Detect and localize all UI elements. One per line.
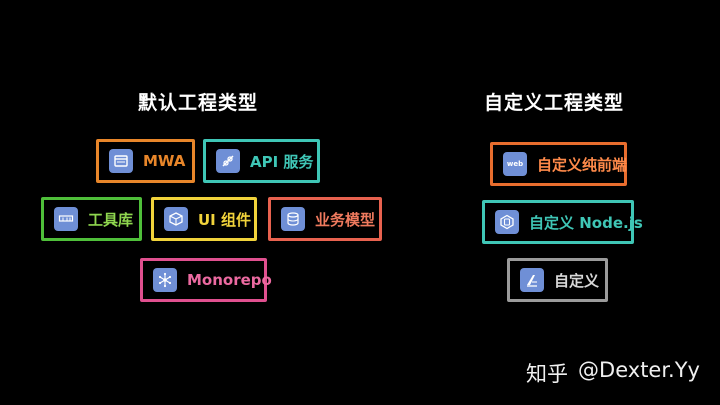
- tag-ui-component: UI 组件: [151, 197, 257, 241]
- tag-api-service: API 服务: [203, 139, 320, 183]
- web-icon-text: web: [506, 160, 524, 168]
- tag-custom-frontend: web 自定义纯前端: [490, 142, 627, 186]
- tag-label: MWA: [143, 152, 186, 170]
- watermark: 知乎 @Dexter.Yy: [526, 358, 700, 388]
- network-icon: [153, 268, 177, 292]
- watermark-author: @Dexter.Yy: [578, 358, 700, 382]
- tag-business-model: 业务模型: [268, 197, 382, 241]
- tag-label: UI 组件: [198, 210, 251, 229]
- database-icon: [281, 207, 305, 231]
- browser-window-icon: [109, 149, 133, 173]
- tag-tool-library: 工具库: [41, 197, 142, 241]
- pen-icon: [520, 268, 544, 292]
- custom-types-heading: 自定义工程类型: [484, 92, 625, 114]
- tag-label: 业务模型: [315, 210, 376, 229]
- tag-label: 自定义 Node.js: [529, 213, 643, 232]
- tag-mwa: MWA: [96, 139, 195, 183]
- tag-label: 自定义纯前端: [537, 155, 628, 174]
- nodejs-icon: [495, 210, 519, 234]
- tag-label: 自定义: [554, 271, 600, 290]
- cube-icon: [164, 207, 188, 231]
- npm-icon: [54, 207, 78, 231]
- tag-label: Monorepo: [187, 271, 272, 289]
- web-icon: web: [503, 152, 527, 176]
- tag-label: API 服务: [250, 152, 314, 171]
- watermark-site: 知乎: [526, 362, 569, 386]
- tag-custom-nodejs: 自定义 Node.js: [482, 200, 643, 244]
- tag-label: 工具库: [88, 210, 134, 229]
- plug-icon: [216, 149, 240, 173]
- tag-monorepo: Monorepo: [140, 258, 272, 302]
- default-types-heading: 默认工程类型: [138, 92, 259, 114]
- tag-custom: 自定义: [507, 258, 608, 302]
